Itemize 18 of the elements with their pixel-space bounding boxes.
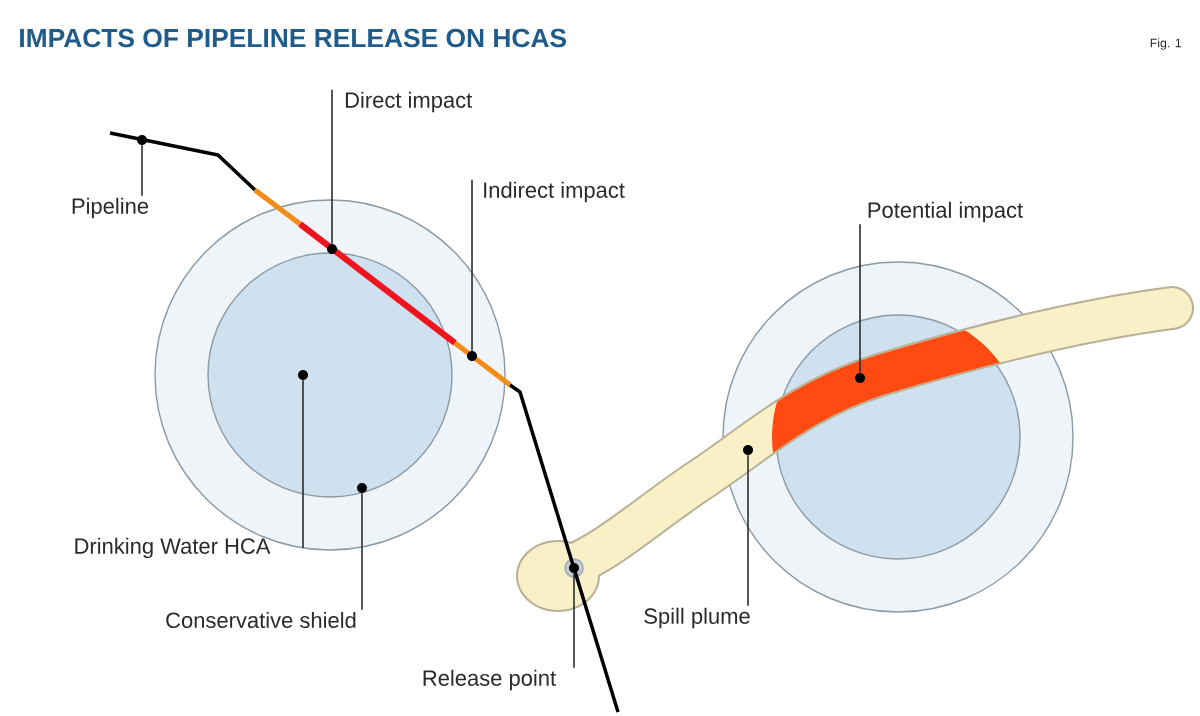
leader-line xyxy=(141,144,143,197)
callout-label: Indirect impact xyxy=(484,181,625,203)
callout-label: Drinking Water HCA xyxy=(75,537,271,559)
callout-label: Release point xyxy=(423,669,556,691)
leader-line xyxy=(747,454,749,607)
callout-label: Direct impact xyxy=(345,91,473,113)
leader-line xyxy=(331,88,333,245)
callout-label: Pipeline xyxy=(72,197,149,219)
callout-label: Potential impact xyxy=(868,201,1023,223)
leader-line xyxy=(361,492,363,611)
figure-number: Fig. 1 xyxy=(1150,38,1182,50)
leader-line xyxy=(471,178,473,352)
leader-line xyxy=(573,572,575,669)
callout-label: Conservative shield xyxy=(166,611,356,629)
callout-label: Spill plume xyxy=(644,607,750,629)
leader-line xyxy=(302,379,304,549)
leader-line xyxy=(859,223,861,374)
figure-title: IMPACTS OF PIPELINE RELEASE ON HCAS xyxy=(20,28,566,48)
